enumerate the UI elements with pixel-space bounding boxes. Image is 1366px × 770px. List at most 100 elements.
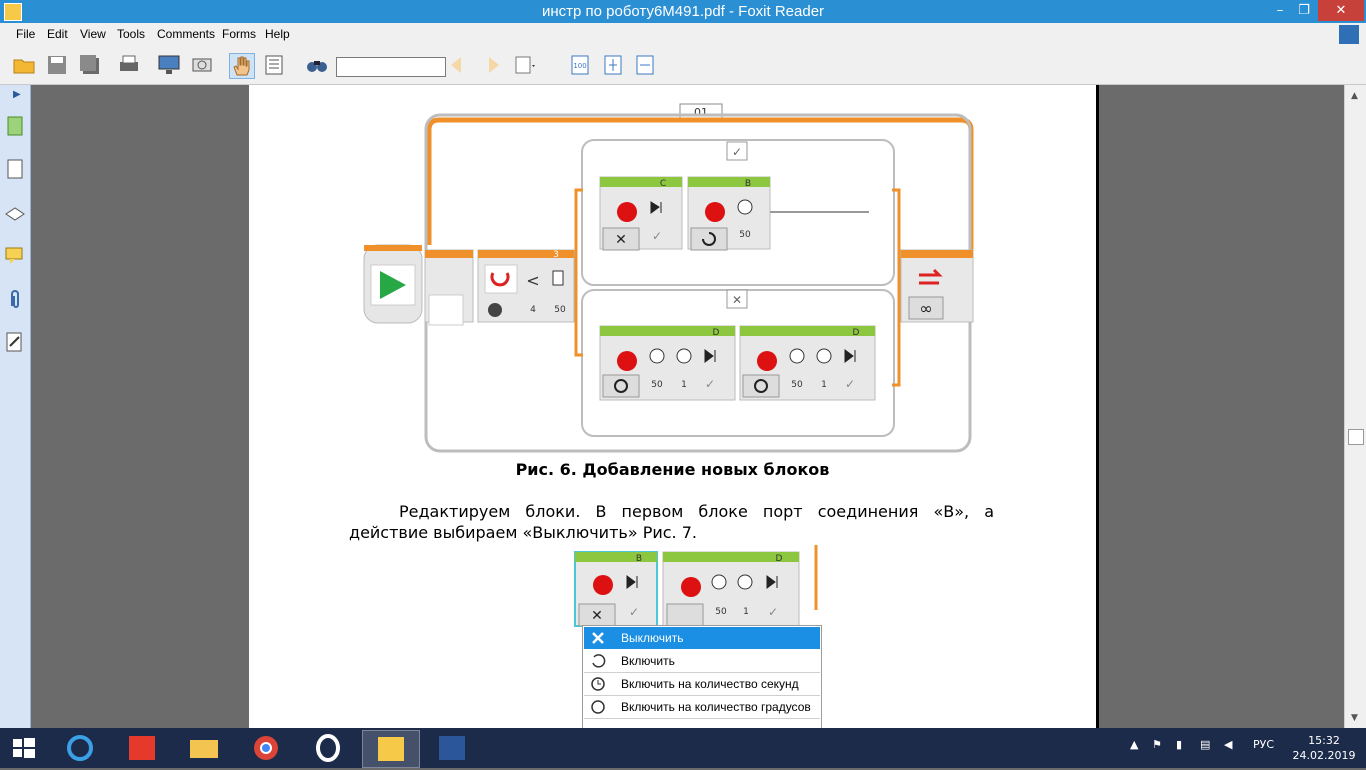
internet-explorer-icon[interactable] xyxy=(52,730,108,766)
degrees-icon xyxy=(590,699,606,715)
signature-icon[interactable] xyxy=(4,331,26,353)
print-icon[interactable] xyxy=(117,53,141,77)
timer-icon xyxy=(590,676,606,692)
attachments-icon[interactable] xyxy=(4,288,26,310)
cross-icon xyxy=(590,630,606,646)
case-false-marker: ✕ xyxy=(732,293,742,307)
file-explorer-icon[interactable] xyxy=(176,730,232,766)
clock-date: 24.02.2019 xyxy=(1292,749,1356,762)
find-icon[interactable] xyxy=(305,53,329,77)
search-input[interactable] xyxy=(336,57,446,77)
menu-help[interactable]: Help xyxy=(265,27,290,41)
motor-off-icon: ✕ xyxy=(615,232,627,248)
action-center-flag-icon[interactable]: ⚑ xyxy=(1152,738,1162,751)
motor-d1-rotations: 1 xyxy=(681,380,687,390)
body-paragraph: Редактируем блоки. В первом блоке порт с… xyxy=(349,502,994,542)
menu-forms[interactable]: Forms xyxy=(222,27,256,41)
compare-value-a: 4 xyxy=(530,305,536,315)
hand-tool-icon[interactable] xyxy=(229,53,255,79)
bookmarks-icon[interactable] xyxy=(4,115,26,137)
menu-edit[interactable]: Edit xyxy=(47,27,68,41)
loop-tag: 01 xyxy=(694,106,708,119)
pages-icon[interactable] xyxy=(4,158,26,180)
menu-item-on[interactable]: Включить xyxy=(584,650,820,673)
scrollbar-thumb[interactable] xyxy=(1348,429,1364,445)
foxit-reader-taskbar-icon[interactable] xyxy=(362,730,420,768)
taskbar: ▲ ⚑ ▮ ▤ ◀ РУС 15:32 24.02.2019 xyxy=(0,728,1366,768)
fit-width-icon[interactable] xyxy=(633,53,657,77)
menu-view[interactable]: View xyxy=(80,27,106,41)
menu-comments[interactable]: Comments xyxy=(157,27,216,41)
menu-item-on-seconds[interactable]: Включить на количество секунд xyxy=(584,673,820,696)
opera-icon[interactable] xyxy=(300,730,356,766)
word-icon[interactable] xyxy=(424,730,480,766)
port-d1-label: D xyxy=(713,328,720,338)
page-edge xyxy=(1096,85,1099,728)
window-title: инстр по роботу6М491.pdf - Foxit Reader xyxy=(541,3,825,20)
comments-icon[interactable] xyxy=(4,245,26,267)
brake-check-d1: ✓ xyxy=(705,377,715,391)
motor-d1-power: 50 xyxy=(651,380,663,390)
menu-file[interactable]: File xyxy=(16,27,36,41)
minimize-button[interactable]: – xyxy=(1276,3,1284,18)
network-icon[interactable]: ▤ xyxy=(1200,738,1211,751)
fig7-d-power: 50 xyxy=(715,607,727,617)
menu-item-on-degrees[interactable]: Включить на количество градусов xyxy=(584,696,820,719)
scroll-up-icon[interactable]: ▲ xyxy=(1351,91,1358,101)
close-button[interactable]: ✕ xyxy=(1318,0,1364,21)
foxit-app-icon[interactable] xyxy=(4,3,22,21)
compare-operator: < xyxy=(526,271,539,290)
menu-tools[interactable]: Tools xyxy=(117,27,146,41)
start-button[interactable] xyxy=(0,730,48,766)
fig7-check-b: ✓ xyxy=(629,605,639,619)
menu-item-off[interactable]: Выключить xyxy=(584,627,820,649)
save-all-icon[interactable] xyxy=(78,53,102,77)
show-hidden-icons-icon[interactable]: ▲ xyxy=(1130,738,1139,751)
port-d2-label: D xyxy=(853,328,860,338)
figure-6-program-diagram: 01 ✓ ✕ 3 < 4 50 C xyxy=(363,103,974,627)
clock[interactable]: 15:32 24.02.2019 xyxy=(1290,733,1358,763)
expand-icon[interactable] xyxy=(1339,25,1359,44)
actual-size-icon[interactable]: 100 xyxy=(568,53,592,77)
motor-mode-menu: Выключить Включить Включить на количеств… xyxy=(582,625,822,728)
scroll-down-icon[interactable]: ▼ xyxy=(1351,713,1358,723)
layers-icon[interactable] xyxy=(4,202,26,224)
rotate-icon xyxy=(590,653,606,669)
windows-icon xyxy=(13,738,35,758)
fig7-port-b: B xyxy=(636,554,642,564)
loop-count: 3 xyxy=(553,250,559,260)
brake-check-c: ✓ xyxy=(652,229,662,243)
navigation-panel: ▶ xyxy=(0,85,31,728)
motor-b-power: 50 xyxy=(739,230,751,240)
clock-time: 15:32 xyxy=(1308,734,1340,747)
fit-page-icon[interactable] xyxy=(601,53,625,77)
search-options-icon[interactable] xyxy=(513,53,537,77)
yandex-browser-icon[interactable] xyxy=(114,730,170,766)
fig7-check-d: ✓ xyxy=(768,605,778,619)
loop-infinity: ∞ xyxy=(919,299,932,318)
compare-value-b: 50 xyxy=(554,305,566,315)
scan-icon[interactable] xyxy=(190,53,214,77)
expand-panel-icon[interactable]: ▶ xyxy=(13,89,21,100)
port-b-label: B xyxy=(745,179,751,189)
chrome-icon[interactable] xyxy=(238,730,294,766)
search-previous-icon[interactable] xyxy=(447,53,471,77)
input-language[interactable]: РУС xyxy=(1253,738,1275,751)
fig7-port-d: D xyxy=(776,554,783,564)
volume-icon[interactable]: ◀ xyxy=(1224,738,1233,751)
search-next-icon[interactable] xyxy=(479,53,503,77)
pdf-page: 01 ✓ ✕ 3 < 4 50 C xyxy=(249,85,1096,728)
save-icon[interactable] xyxy=(45,53,69,77)
motor-d2-rotations: 1 xyxy=(821,380,827,390)
restore-button[interactable]: ❐ xyxy=(1298,3,1310,18)
open-icon[interactable] xyxy=(12,53,36,77)
port-c-label: C xyxy=(660,179,666,189)
title-bar: инстр по роботу6М491.pdf - Foxit Reader … xyxy=(0,0,1366,23)
battery-icon[interactable]: ▮ xyxy=(1176,738,1183,751)
vertical-scrollbar[interactable]: ▲ ▼ xyxy=(1344,85,1366,728)
monitor-icon[interactable] xyxy=(157,53,181,77)
select-text-icon[interactable] xyxy=(262,53,286,77)
figure-caption: Рис. 6. Добавление новых блоков xyxy=(515,460,830,479)
toolbar: 100 xyxy=(0,46,1366,85)
menu-bar: File Edit View Tools Comments Forms Help xyxy=(0,23,1366,46)
